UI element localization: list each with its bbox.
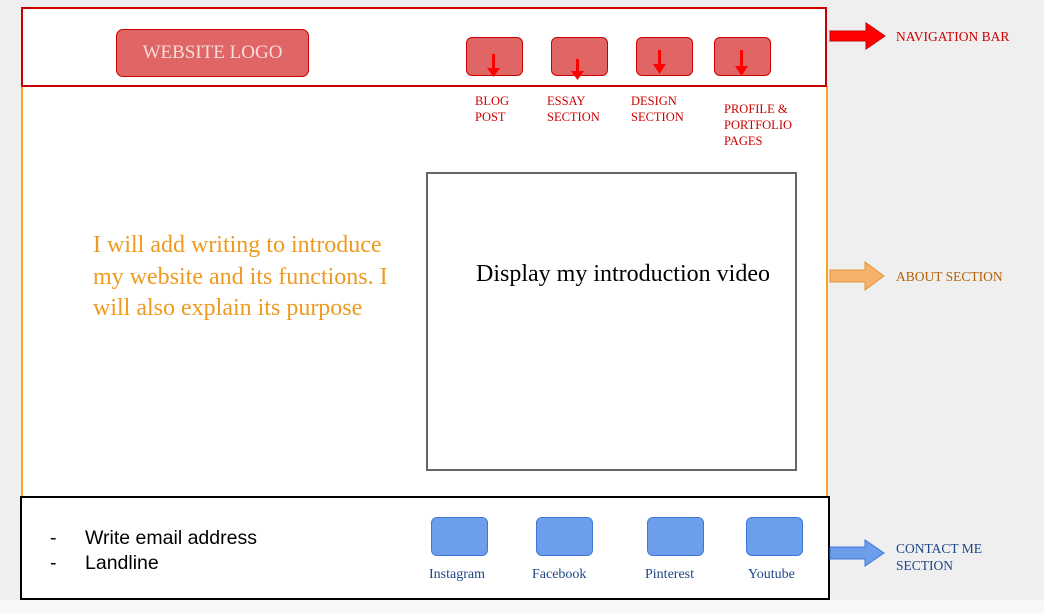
pinterest-button[interactable] <box>647 517 704 556</box>
contact-landline-text: Landline <box>85 552 159 574</box>
intro-video-placeholder[interactable] <box>426 172 797 471</box>
nav-label-blog-post: BLOG POST <box>475 94 510 124</box>
contact-list: - Write email address - Landline <box>50 526 257 576</box>
annotation-navigation-bar: NAVIGATION BAR <box>896 29 1010 44</box>
contact-email-text: Write email address <box>85 527 257 549</box>
contact-item-email: - Write email address <box>50 526 257 551</box>
nav-button-design-section[interactable] <box>636 37 693 76</box>
nav-button-profile-portfolio[interactable] <box>714 37 771 76</box>
about-intro-text: I will add writing to introduce my websi… <box>93 232 388 321</box>
annotation-about-section: ABOUT SECTION <box>896 269 1003 284</box>
website-logo[interactable]: WEBSITE LOGO <box>116 29 309 77</box>
list-bullet: - <box>50 552 57 574</box>
bottom-strip <box>0 600 1044 613</box>
nav-button-essay-section[interactable] <box>551 37 608 76</box>
annotation-contact-section: CONTACT ME SECTION <box>896 541 983 573</box>
nav-button-blog-post[interactable] <box>466 37 523 76</box>
facebook-label: Facebook <box>532 567 587 582</box>
navigation-bar: WEBSITE LOGO <box>21 7 827 87</box>
nav-label-design-section: DESIGN SECTION <box>631 94 684 124</box>
instagram-label: Instagram <box>429 567 485 582</box>
pinterest-label: Pinterest <box>645 567 694 582</box>
instagram-button[interactable] <box>431 517 488 556</box>
list-bullet: - <box>50 527 57 549</box>
nav-label-profile-portfolio: PROFILE & PORTFOLIO PAGES <box>724 102 793 148</box>
nav-label-essay-section: ESSAY SECTION <box>547 94 600 124</box>
youtube-label: Youtube <box>748 567 795 582</box>
youtube-button[interactable] <box>746 517 803 556</box>
contact-item-landline: - Landline <box>50 551 257 576</box>
facebook-button[interactable] <box>536 517 593 556</box>
video-placeholder-text: Display my introduction video <box>476 261 770 287</box>
